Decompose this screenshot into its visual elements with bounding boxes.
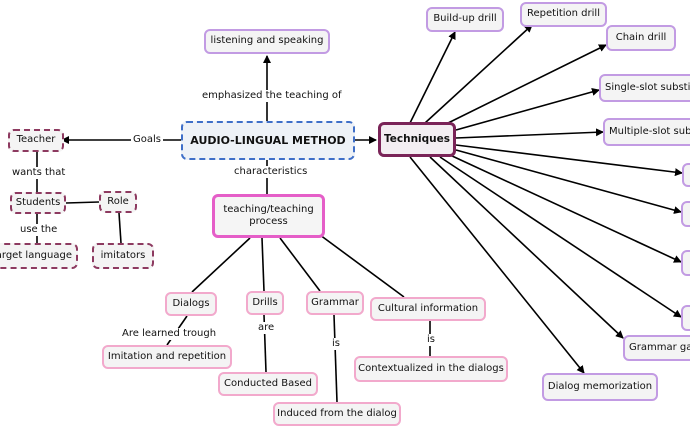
edge-tech-right4 (439, 156, 682, 318)
edge-role-imitators (118, 212, 122, 244)
edge-tp-dialogs (191, 237, 251, 293)
edge-tech-right3 (449, 154, 682, 263)
target-language-node[interactable]: target language (0, 243, 78, 269)
edge-tech-dialog-memo (409, 156, 585, 374)
link-label-is-cultural: is (425, 334, 437, 346)
technique-chain-drill[interactable]: Chain drill (606, 25, 676, 51)
link-label-use-the: use the (18, 224, 60, 236)
induced-dialog-node[interactable]: Induced from the dialog (273, 402, 401, 426)
edge-tech-right1 (455, 144, 683, 177)
link-label-are: are (256, 322, 277, 334)
technique-multiple-slot[interactable]: Multiple-slot subs (603, 118, 690, 146)
technique-repetition-drill[interactable]: Repetition drill (520, 2, 607, 27)
teaching-process-node[interactable]: teaching/teaching process (212, 194, 325, 238)
link-label-goals: Goals (131, 134, 163, 146)
edge-tech-buildup (409, 31, 456, 124)
edge-tech-single (455, 88, 600, 131)
technique-buildup-drill[interactable]: Build-up drill (426, 7, 504, 32)
technique-partial-3[interactable] (681, 250, 690, 276)
imitators-node[interactable]: imitators (92, 243, 154, 269)
edge-tech-grammar-game (429, 156, 624, 339)
link-label-is-grammar: is (330, 338, 342, 350)
conducted-based-node[interactable]: Conducted Based (218, 372, 318, 396)
link-label-characteristics: characteristics (232, 166, 310, 178)
role-node[interactable]: Role (99, 191, 137, 213)
edge-tp-drills (261, 237, 265, 292)
edge-tp-cultural (315, 231, 405, 298)
technique-single-slot[interactable]: Single-slot substi (599, 74, 690, 102)
drills-node[interactable]: Drills (246, 291, 284, 315)
main-concept-node[interactable]: AUDIO-LINGUAL METHOD (181, 121, 355, 160)
techniques-node[interactable]: Techniques (378, 122, 456, 157)
students-node[interactable]: Students (10, 192, 66, 214)
link-label-emphasized: emphasized the teaching of (200, 90, 344, 102)
edge-tech-right2 (455, 149, 682, 214)
edge-tech-repetition (424, 24, 533, 124)
edge-tech-multiple (455, 128, 604, 139)
dialogs-node[interactable]: Dialogs (165, 292, 217, 316)
imitation-repetition-node[interactable]: Imitation and repetition (102, 345, 232, 369)
technique-partial-1[interactable] (682, 163, 690, 187)
technique-partial-4[interactable] (681, 305, 690, 331)
contextualized-node[interactable]: Contextualized in the dialogs (354, 356, 508, 382)
technique-grammar-game[interactable]: Grammar ga (623, 335, 690, 361)
listening-speaking-node[interactable]: listening and speaking (204, 29, 330, 54)
cultural-information-node[interactable]: Cultural information (370, 297, 486, 321)
link-label-learned-trough: Are learned trough (120, 328, 219, 340)
technique-partial-2[interactable] (681, 201, 690, 227)
teacher-node[interactable]: Teacher (8, 129, 64, 152)
edge-grammar-induced (333, 314, 338, 403)
technique-dialog-memorization[interactable]: Dialog memorization (542, 373, 658, 401)
link-label-wants-that: wants that (10, 167, 68, 179)
grammar-node[interactable]: Grammar (306, 291, 364, 315)
edge-students-role (65, 201, 100, 204)
edge-tp-grammar (279, 237, 321, 292)
edge-tech-chain (443, 44, 607, 126)
